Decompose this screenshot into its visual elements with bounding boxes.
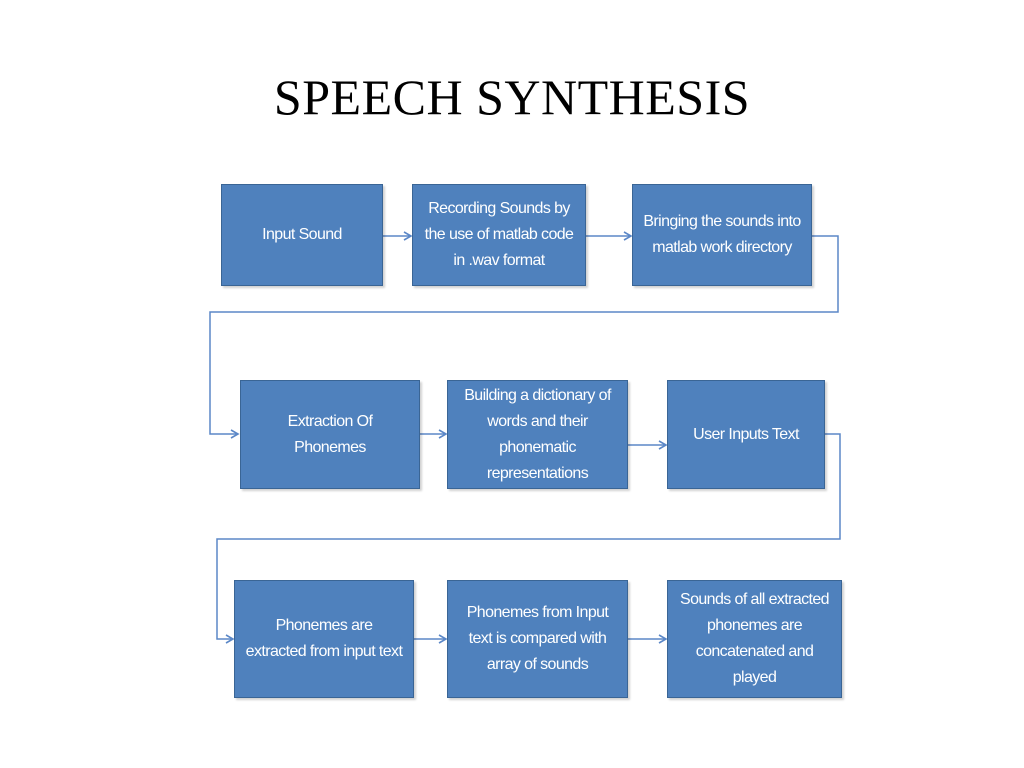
step-extraction-phonemes: Extraction Of Phonemes (240, 380, 420, 489)
step-input-sound: Input Sound (221, 184, 383, 286)
step-recording-sounds: Recording Sounds by the use of matlab co… (412, 184, 586, 286)
step-building-dictionary: Building a dictionary of words and their… (447, 380, 628, 489)
step-label: Phonemes from Input text is compared wit… (466, 604, 609, 673)
step-label: User Inputs Text (693, 425, 799, 443)
step-bringing-sounds: Bringing the sounds into matlab work dir… (632, 184, 812, 286)
step-sounds-concatenated: Sounds of all extracted phonemes are con… (667, 580, 842, 698)
step-phonemes-extracted: Phonemes are extracted from input text (234, 580, 414, 698)
step-label: Recording Sounds by the use of matlab co… (424, 200, 574, 269)
step-label: Sounds of all extracted phonemes are con… (680, 591, 830, 686)
slide-title: SPEECH SYNTHESIS (273, 69, 751, 125)
step-label: Bringing the sounds into matlab work dir… (643, 213, 801, 256)
step-phonemes-compared: Phonemes from Input text is compared wit… (447, 580, 628, 698)
step-label: Phonemes are extracted from input text (245, 617, 403, 660)
step-user-inputs-text: User Inputs Text (667, 380, 825, 489)
step-label: Extraction Of Phonemes (287, 412, 373, 456)
step-label: Input Sound (262, 226, 342, 243)
step-label: Building a dictionary of words and their… (464, 386, 611, 482)
